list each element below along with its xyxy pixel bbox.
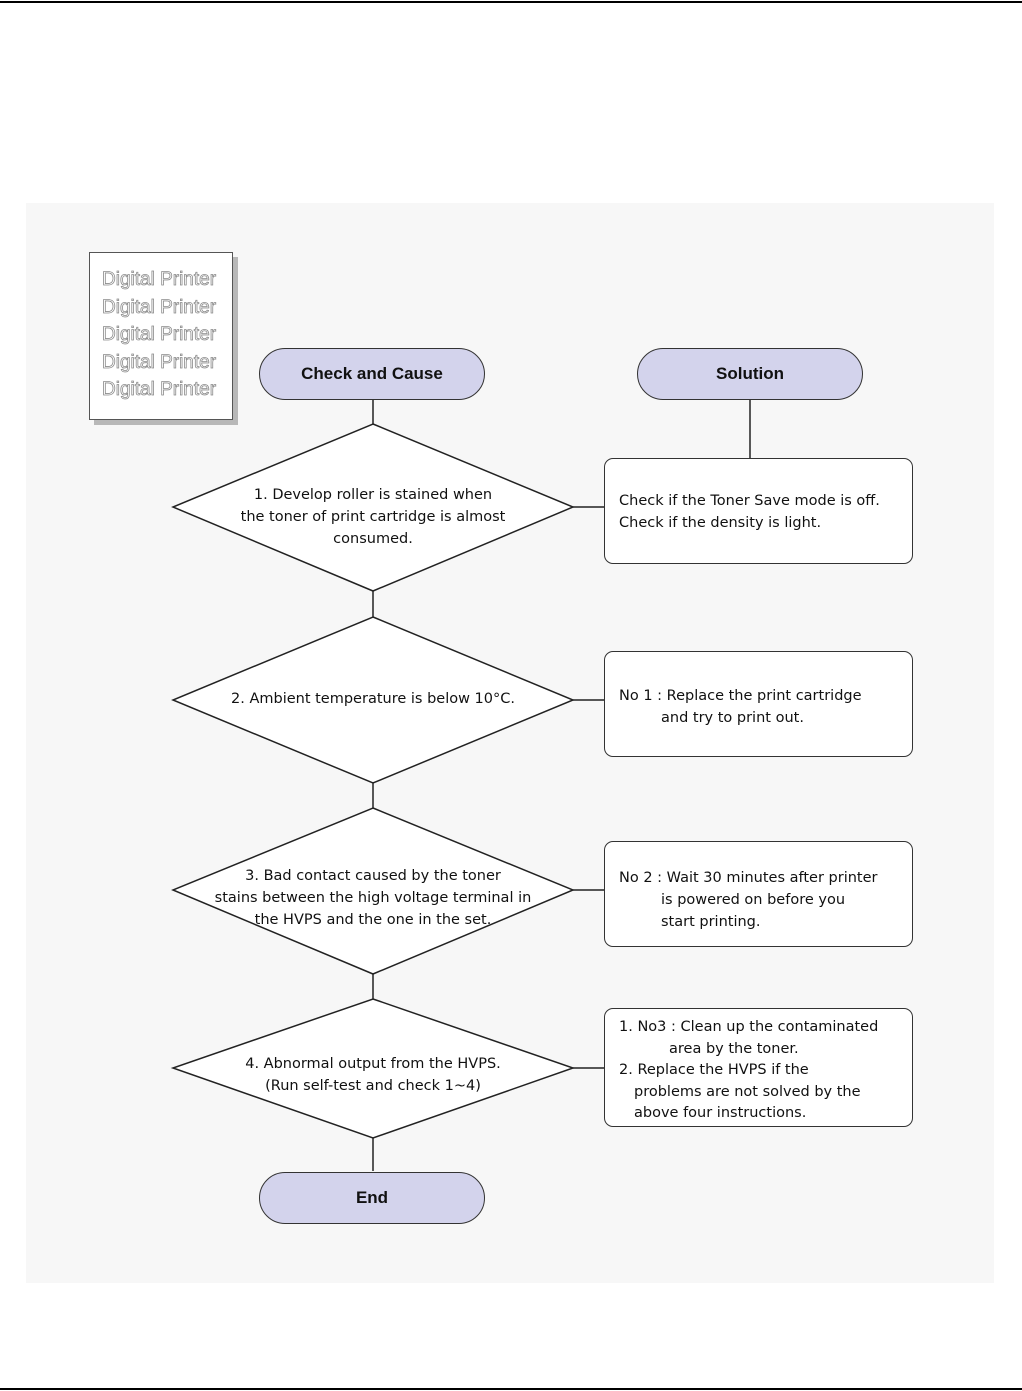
end-terminal: End — [259, 1172, 485, 1224]
top-rule — [0, 1, 1022, 3]
decision-diamond-4 — [170, 998, 576, 1139]
logo-line: Digital Printer — [102, 297, 217, 319]
decision-diamond-1 — [171, 423, 575, 592]
bottom-rule — [0, 1388, 1022, 1390]
solution-line: area by the toner. — [669, 1041, 799, 1057]
solution-box-1: Check if the Toner Save mode is off. Che… — [604, 458, 913, 564]
cause-text-3: 3. Bad contact caused by the toner stain… — [183, 865, 563, 931]
solution-line: No 2 : Wait 30 minutes after printer — [619, 870, 878, 886]
solution-line: No 1 : Replace the print cartridge — [619, 688, 862, 704]
logo-line: Digital Printer — [102, 352, 217, 374]
cause-line: the HVPS and the one in the set. — [254, 912, 492, 928]
solution-box-2: No 1 : Replace the print cartridge and t… — [604, 651, 913, 757]
logo-line: Digital Printer — [102, 324, 217, 346]
solution-line: Check if the Toner Save mode is off. — [619, 493, 880, 509]
solution-header: Solution — [637, 348, 863, 400]
solution-line: above four instructions. — [634, 1105, 807, 1121]
cause-line: 3. Bad contact caused by the toner — [245, 868, 501, 884]
solution-box-3: No 2 : Wait 30 minutes after printer is … — [604, 841, 913, 947]
solution-line: is powered on before you — [661, 892, 846, 908]
decision-diamond-3 — [171, 807, 575, 975]
solution-line: 2. Replace the HVPS if the — [619, 1062, 809, 1078]
solution-box-4: 1. No3 : Clean up the contaminated area … — [604, 1008, 913, 1127]
logo-line: Digital Printer — [102, 379, 217, 401]
cause-line: the toner of print cartridge is almost — [240, 509, 506, 525]
solution-line: Check if the density is light. — [619, 515, 822, 531]
check-and-cause-header: Check and Cause — [259, 348, 485, 400]
logo-line: Digital Printer — [102, 269, 217, 291]
cause-line: 2. Ambient temperature is below 10°C. — [231, 691, 515, 707]
cause-text-2: 2. Ambient temperature is below 10°C. — [193, 688, 553, 710]
solution-line: 1. No3 : Clean up the contaminated — [619, 1019, 879, 1035]
cause-text-1: 1. Develop roller is stained when the to… — [193, 484, 553, 550]
solution-line: and try to print out. — [661, 710, 804, 726]
solution-line: start printing. — [661, 914, 761, 930]
cause-line: (Run self-test and check 1~4) — [265, 1078, 481, 1094]
digital-printer-logo: Digital Printer Digital Printer Digital … — [89, 252, 233, 420]
cause-line: 1. Develop roller is stained when — [253, 487, 493, 503]
cause-line: stains between the high voltage terminal… — [214, 890, 532, 906]
cause-text-4: 4. Abnormal output from the HVPS. (Run s… — [193, 1053, 553, 1097]
cause-line: consumed. — [333, 531, 413, 547]
solution-line: problems are not solved by the — [634, 1084, 861, 1100]
cause-line: 4. Abnormal output from the HVPS. — [245, 1056, 501, 1072]
decision-diamond-2 — [171, 616, 575, 784]
